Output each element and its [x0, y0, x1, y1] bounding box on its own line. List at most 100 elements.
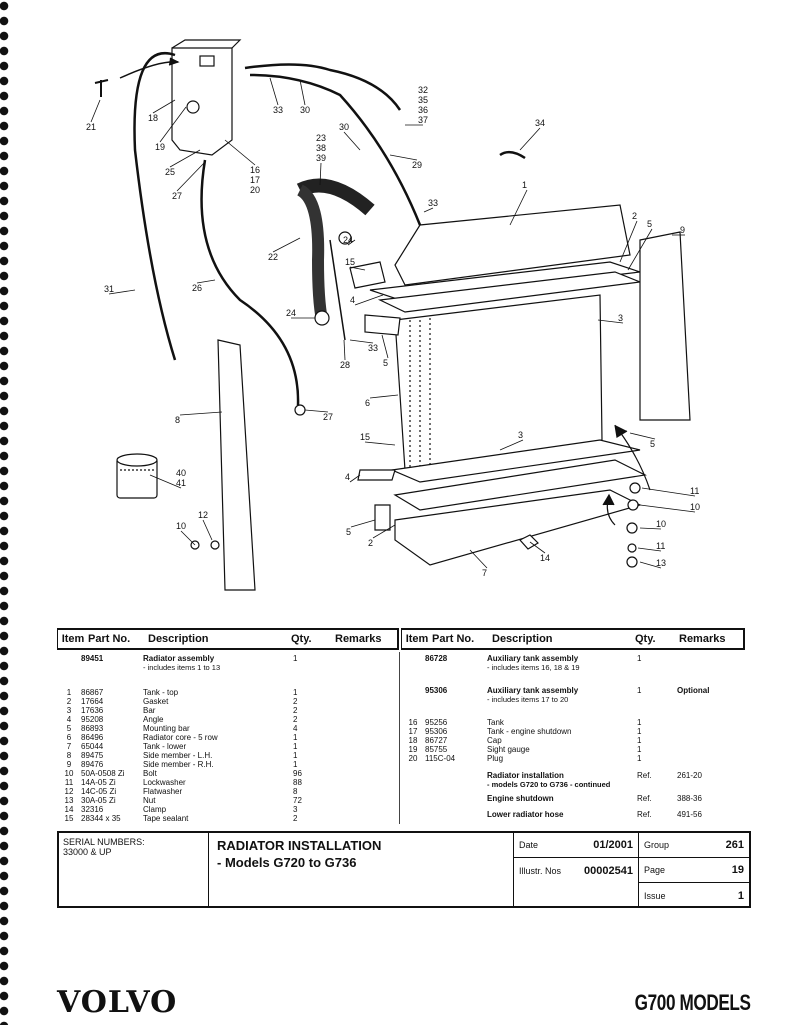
leader-line — [152, 99, 176, 114]
cell-part: 95306 — [425, 727, 448, 736]
cell-item: 18 — [408, 736, 418, 745]
cell-part: 85755 — [425, 745, 448, 754]
cell-qty: 72 — [293, 796, 302, 805]
description: Auxiliary tank assembly — [487, 654, 579, 663]
cell-part: 86867 — [81, 688, 104, 697]
leader-line — [639, 561, 662, 569]
callout-label: 31 — [104, 284, 115, 294]
cell-qty: 1 — [293, 751, 298, 760]
callout-label: 3 — [618, 313, 624, 323]
cell-remarks — [333, 805, 393, 814]
callout-label: 28 — [340, 360, 351, 370]
assembly-row: 95306 Auxiliary tank assembly 1 Optional — [401, 686, 745, 695]
leader-line — [272, 237, 301, 253]
cell-qty: 1 — [293, 742, 298, 751]
callout-label: 7 — [482, 568, 488, 578]
issue-label: Issue — [644, 890, 666, 901]
callout-label: 9 — [680, 225, 686, 235]
cell-desc: Tank - lower — [143, 742, 187, 751]
cell-item: 10 — [64, 769, 74, 778]
hoses-drawing — [133, 52, 526, 406]
cell-part — [425, 810, 487, 819]
cell-item: 20 — [408, 754, 418, 763]
cell-part: 89475 — [81, 751, 104, 760]
cell-qty: Ref. — [637, 771, 652, 780]
cell-remarks — [333, 688, 393, 697]
leader-line — [319, 162, 322, 186]
callout-label: 24 — [286, 308, 297, 318]
cell-qty: 2 — [293, 715, 298, 724]
cell-desc: Bar — [143, 706, 156, 715]
callout-label: 16 17 20 — [250, 165, 261, 195]
cell-desc: Radiator installation — [487, 771, 564, 780]
cell-desc: Tank - engine shutdown — [487, 727, 572, 736]
cell-qty: 1 — [293, 733, 298, 742]
leader-line — [224, 139, 256, 166]
cell-remarks — [333, 724, 393, 733]
callout-label: 2 — [632, 211, 638, 221]
callout-label: 40 41 — [176, 468, 187, 488]
callout-label: 30 — [300, 105, 311, 115]
cell-desc: Clamp — [143, 805, 167, 814]
leader-line — [354, 294, 384, 306]
serial-value: 33000 & UP — [63, 847, 112, 857]
leader-line — [349, 339, 374, 344]
cell-desc: Flatwasher — [143, 787, 183, 796]
qty: 1 — [293, 654, 298, 663]
callout-label: 27 — [323, 412, 334, 422]
cell-remarks — [677, 727, 737, 736]
col-desc: Description — [492, 633, 553, 645]
cell-item: 11 — [64, 778, 74, 787]
leader-line — [389, 154, 418, 161]
leader-line — [149, 474, 182, 489]
leader-line — [509, 189, 528, 226]
cell-desc: Engine shutdown — [487, 794, 554, 803]
cell-remarks — [333, 733, 393, 742]
aux-tank-drawing — [94, 39, 242, 156]
hardware-drawing — [190, 231, 641, 568]
cell-qty: 1 — [637, 736, 642, 745]
callout-label: 21 — [86, 122, 97, 132]
cell-item — [401, 771, 425, 780]
models-label: G700 MODELS — [635, 990, 751, 1015]
callout-label: 6 — [365, 398, 371, 408]
description: Auxiliary tank assembly — [487, 686, 579, 695]
leader-line — [629, 432, 656, 440]
callout-label: 4 — [345, 472, 351, 482]
cell-remarks — [677, 754, 737, 763]
cell-qty: Ref. — [637, 794, 652, 803]
callout-label: 24 — [343, 235, 354, 245]
assembly-row: 89451 Radiator assembly 1 — [57, 654, 399, 663]
cell-qty: 1 — [293, 688, 298, 697]
leader-line — [343, 131, 361, 151]
cell-qty: 96 — [293, 769, 302, 778]
col-item: Item — [61, 633, 85, 645]
col-item: Item — [405, 633, 429, 645]
leader-line — [372, 524, 396, 539]
leader-line — [619, 220, 638, 263]
cell-item: 8 — [66, 751, 72, 760]
cell-qty: 88 — [293, 778, 302, 787]
cell-desc: Side member - R.H. — [143, 760, 214, 769]
qty: 1 — [637, 686, 642, 695]
cell-item: 9 — [66, 760, 72, 769]
cell-part: 30A-05 Zi — [81, 796, 116, 805]
cell-remarks — [677, 736, 737, 745]
description-note: - includes items 17 to 20 — [487, 695, 569, 704]
cell-remarks — [333, 751, 393, 760]
leader-line — [641, 487, 696, 497]
cell-qty: 2 — [293, 697, 298, 706]
callout-label: 5 — [383, 358, 389, 368]
volvo-logo: VOLVO — [57, 985, 178, 1020]
cell-item: 5 — [66, 724, 72, 733]
